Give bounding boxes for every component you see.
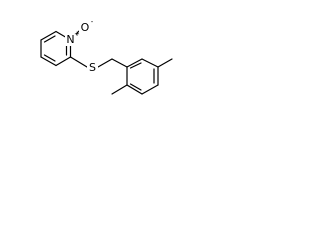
atom-sulfur: S	[87, 61, 98, 74]
bond-double-inner-c6-c5	[43, 35, 56, 43]
atom-oxygen: O -	[79, 18, 94, 34]
atom-nitrogen: N +	[65, 30, 80, 46]
chemical-structure: N + O - S	[40, 18, 173, 95]
oxygen-charge: -	[91, 18, 94, 26]
bond-ch2-c1	[111, 58, 128, 68]
bond-c2-s	[69, 56, 88, 68]
bond-c5-c6	[126, 84, 143, 95]
sulfur-label: S	[89, 61, 96, 74]
nitrogen-charge: +	[74, 30, 80, 38]
bond-c6-c5	[40, 30, 57, 41]
bond-c4-c5	[141, 84, 159, 95]
nitrogen-label: N	[66, 33, 74, 46]
bond-double-inner-c4-c3	[43, 54, 56, 62]
bond-methyl-right	[157, 58, 173, 68]
bond-double-inner-c5-c6	[129, 83, 142, 91]
bond-c2-c3	[141, 58, 159, 68]
oxygen-label: O	[81, 21, 90, 34]
bond-s-ch2	[97, 58, 113, 68]
bond-c4-c3	[40, 56, 57, 67]
benzene-ring	[126, 58, 159, 95]
bond-c3-c2	[55, 56, 72, 67]
bond-double-inner-c1-c2	[129, 62, 142, 69]
bond-c1-c2	[126, 58, 143, 68]
bond-methyl-bottom	[111, 84, 128, 95]
